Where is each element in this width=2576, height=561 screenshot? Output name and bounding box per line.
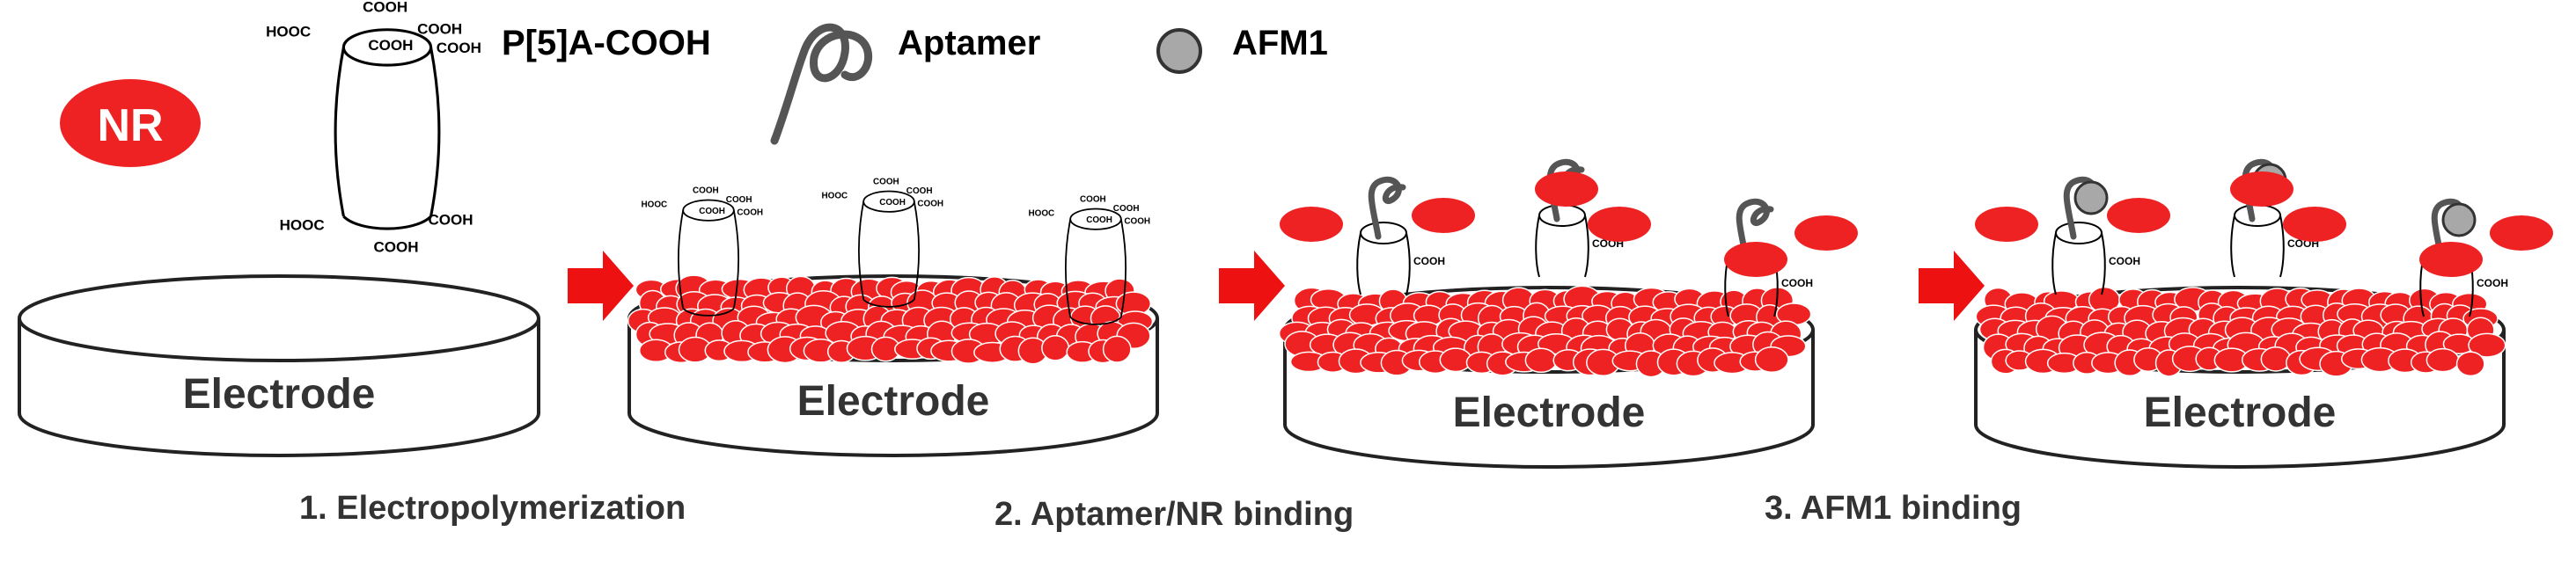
electrode-label: Electrode xyxy=(2144,390,2337,436)
legend-nr-label: NR xyxy=(97,100,163,151)
arrow-1 xyxy=(568,251,634,321)
nr-layer xyxy=(1278,285,1812,378)
electrode-polymer: Electrode xyxy=(627,274,1159,457)
nr-particle xyxy=(2468,332,2506,358)
nr-particle xyxy=(1102,335,1132,363)
cooh-label: COOH xyxy=(374,238,419,255)
cooh-label: COOH xyxy=(1113,204,1140,214)
cooh-label: HOOC xyxy=(1029,209,1055,219)
cooh-label: COOH xyxy=(1413,255,1445,267)
nr-particle xyxy=(1975,207,2038,242)
cooh-label: COOH xyxy=(2477,277,2508,289)
afm1-molecule xyxy=(2441,202,2477,237)
cooh-label: COOH xyxy=(726,195,752,205)
p5a-molecule xyxy=(1356,222,1411,295)
step-2-label: 2. Aptamer/NR binding xyxy=(994,496,1354,533)
arrow-2 xyxy=(1219,251,1285,321)
nr-particle xyxy=(2260,346,2292,372)
nr-particle xyxy=(1535,171,1598,207)
nr-particle xyxy=(1280,207,1343,242)
p5a-molecule xyxy=(2230,204,2285,278)
p5a-molecule xyxy=(1535,204,1589,278)
nr-particle xyxy=(2455,351,2485,377)
nr-particle xyxy=(1754,346,1789,373)
cooh-label: COOH xyxy=(917,200,943,209)
nr-particle xyxy=(1588,207,1651,242)
legend-aptamer-icon xyxy=(770,23,872,145)
cooh-label: COOH xyxy=(1124,217,1150,227)
nr-particle xyxy=(1794,215,1858,251)
nr-layer xyxy=(1975,286,2506,377)
cooh-label: COOH xyxy=(368,37,413,54)
cooh-label: COOH xyxy=(873,177,899,186)
cooh-label: COOH xyxy=(906,186,933,196)
cooh-label: COOH xyxy=(699,207,725,216)
electrode-label: Electrode xyxy=(797,378,990,425)
nr-particle xyxy=(2426,347,2460,373)
step-1-label: 1. Electropolymerization xyxy=(299,490,686,527)
nr-particle xyxy=(2490,215,2553,251)
electrode-bare: Electrode xyxy=(18,274,540,457)
electrodes: Electrode Electrode Electrode Electrode COOH… xyxy=(18,158,2553,469)
electrode-aptamer: Electrode xyxy=(1278,285,1815,469)
legend-p5a-label: P[5]A-COOH xyxy=(502,24,711,62)
step-3-label: 3. AFM1 binding xyxy=(1765,490,2022,527)
cooh-label: COOH xyxy=(879,198,906,208)
afm1-molecule xyxy=(2073,180,2109,215)
cooh-label: COOH xyxy=(437,40,481,56)
cooh-label: HOOC xyxy=(822,192,848,201)
nr-particle xyxy=(1412,198,1475,233)
legend-aptamer-label: Aptamer xyxy=(898,24,1040,62)
aptamer xyxy=(1736,198,1774,262)
legend-afm1-label: AFM1 xyxy=(1232,24,1328,62)
nr-particle xyxy=(2283,207,2346,242)
cooh-label: COOH xyxy=(1080,194,1106,204)
electrode-top xyxy=(18,274,540,362)
cooh-label: COOH xyxy=(693,186,719,195)
nr-particle xyxy=(1041,334,1070,361)
cooh-label: HOOC xyxy=(642,200,668,210)
cooh-label: COOH xyxy=(429,211,473,228)
electrode-label: Electrode xyxy=(1453,390,1646,436)
nr-particle xyxy=(2230,171,2293,207)
nr-particle xyxy=(1724,242,1787,277)
cooh-label: COOH xyxy=(737,208,763,218)
electrode-afm1: Electrode xyxy=(1974,286,2506,469)
nr-particle xyxy=(1524,347,1558,374)
arrow-3 xyxy=(1919,251,1985,321)
process-arrows xyxy=(568,251,1985,321)
electrode-label: Electrode xyxy=(183,371,376,418)
cooh-label: COOH xyxy=(1086,215,1112,225)
cooh-label: HOOC xyxy=(266,24,311,40)
cooh-label: COOH xyxy=(417,20,462,37)
nr-particle xyxy=(2419,242,2483,277)
aptamer xyxy=(1368,176,1406,240)
cooh-label: COOH xyxy=(363,0,407,16)
legend-nr: NR xyxy=(60,79,201,167)
cooh-label: COOH xyxy=(1781,277,1813,289)
legend-afm1-icon xyxy=(1156,28,1202,74)
cooh-label: HOOC xyxy=(280,217,325,234)
cooh-label: COOH xyxy=(2109,255,2140,267)
p5a-molecule xyxy=(2051,222,2106,295)
nr-layer xyxy=(627,274,1154,365)
nr-particle xyxy=(2107,198,2170,233)
